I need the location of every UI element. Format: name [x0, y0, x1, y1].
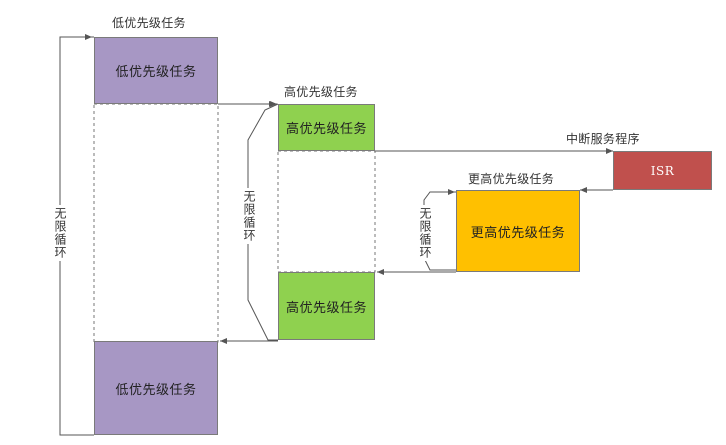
low-priority-task-top: 低优先级任务	[94, 37, 218, 104]
inner-loop-label: 无限循环	[417, 205, 434, 261]
high-top-caption: 高优先级任务	[284, 85, 358, 99]
high-priority-task-top: 高优先级任务	[278, 104, 375, 151]
low-priority-task-bottom: 低优先级任务	[94, 341, 218, 435]
middle-loop-label: 无限循环	[241, 188, 258, 244]
high-priority-task-bottom: 高优先级任务	[278, 272, 375, 340]
low-top-caption: 低优先级任务	[112, 16, 186, 30]
isr-block: ISR	[613, 151, 712, 190]
higher-priority-task: 更高优先级任务	[456, 190, 580, 272]
higher-caption: 更高优先级任务	[468, 172, 555, 186]
low-task-dashed-frame	[93, 103, 219, 343]
outer-loop-label: 无限循环	[52, 205, 69, 261]
isr-caption: 中断服务程序	[566, 132, 640, 146]
high-task-dashed-frame	[277, 150, 376, 273]
